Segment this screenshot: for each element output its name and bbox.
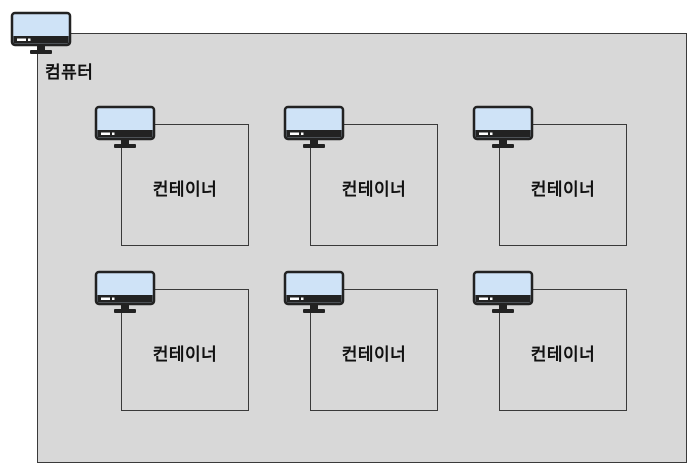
container-monitor-icon-6 xyxy=(472,270,534,316)
container-label-6: 컨테이너 xyxy=(530,345,596,365)
computer-monitor-icon xyxy=(10,11,72,57)
container-monitor-icon-5 xyxy=(283,270,345,316)
container-box-3 xyxy=(499,124,627,246)
container-box-1 xyxy=(121,124,249,246)
container-label-1: 컨테이너 xyxy=(152,180,218,200)
container-box-4 xyxy=(121,289,249,411)
computer-label: 컴퓨터 xyxy=(45,63,94,83)
container-box-6 xyxy=(499,289,627,411)
container-label-3: 컨테이너 xyxy=(530,180,596,200)
container-monitor-icon-4 xyxy=(94,270,156,316)
container-box-2 xyxy=(310,124,438,246)
container-monitor-icon-1 xyxy=(94,105,156,151)
container-monitor-icon-2 xyxy=(283,105,345,151)
container-label-4: 컨테이너 xyxy=(152,345,218,365)
container-label-5: 컨테이너 xyxy=(341,345,407,365)
container-monitor-icon-3 xyxy=(472,105,534,151)
container-box-5 xyxy=(310,289,438,411)
container-label-2: 컨테이너 xyxy=(341,180,407,200)
